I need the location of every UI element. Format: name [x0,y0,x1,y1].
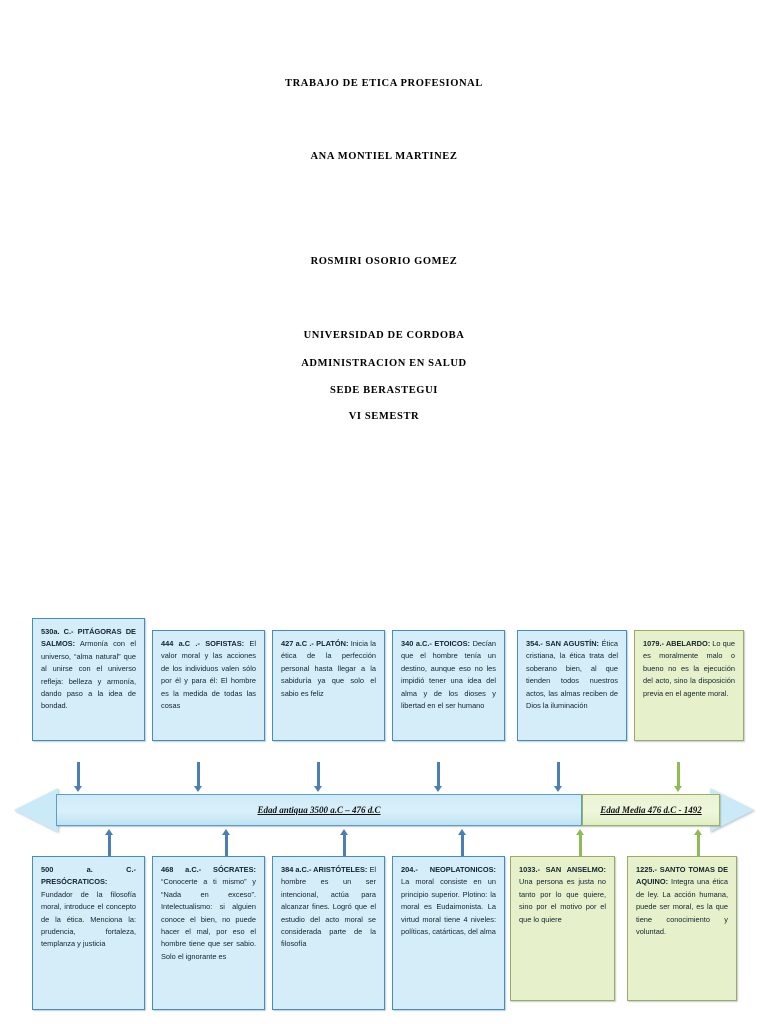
timeline-segment-edad-media: Edad Media 476 d.C - 1492 [582,794,720,826]
timeline-card-bottom-3: 384 a.C.- ARISTÓTELES: El hombre es un s… [272,856,385,1010]
card-heading: 354.- SAN AGUSTÍN: [526,639,600,648]
connector-arrow-down-2 [194,762,203,792]
author-name-2: ROSMIRI OSORIO GOMEZ [310,256,458,267]
timeline-card-top-3: 427 a.C .- PLATÓN: Inicia la ética de la… [272,630,385,741]
connector-arrow-up-1 [105,829,114,859]
card-heading: 530a. C.- PITÁGORAS DE SALMOS: [41,627,136,649]
card-heading: 384 a.C.- ARISTÓTELES: [281,865,368,874]
card-text: Una persona es justa no tanto por lo que… [519,877,606,924]
connector-arrow-down-1 [74,762,83,792]
connector-arrow-up-5 [576,829,585,859]
author-name-1: ANA MONTIEL MARTINEZ [310,151,458,162]
card-heading: 468 a.C.- SÓCRATES: [161,865,256,874]
connector-arrow-up-6 [694,829,703,859]
card-heading: 1033.- SAN ANSELMO: [519,865,606,874]
timeline-segment-label: Edad Media 476 d.C - 1492 [600,805,702,815]
timeline-left-arrowhead [14,788,58,832]
card-text: “Conocerte a ti mismo” y “Nada en exceso… [161,877,256,961]
campus-name: SEDE BERASTEGUI [330,385,438,396]
timeline-card-bottom-2: 468 a.C.- SÓCRATES: “Conocerte a ti mism… [152,856,265,1010]
card-heading: 204.- NEOPLATONICOS: [401,865,496,874]
card-heading: 1225.- SANTO TOMAS DE AQUINO: [636,865,728,887]
card-text: Lo que es moralmente malo o bueno no es … [643,639,735,698]
card-heading: 427 a.C .- PLATÓN: [281,639,349,648]
card-text: Ética cristiana, la ética trata del sobe… [526,639,618,711]
card-text: La moral consiste en un principio superi… [401,877,496,937]
timeline-card-top-4: 340 a.C.- ETOICOS: Decían que el hombre … [392,630,505,741]
connector-arrow-up-4 [458,829,467,859]
timeline-bar: Edad antiqua 3500 a.C – 476 d.C Edad Med… [14,788,754,832]
connector-arrow-down-4 [434,762,443,792]
timeline-card-top-1: 530a. C.- PITÁGORAS DE SALMOS: Armonía c… [32,618,145,741]
connector-arrow-down-6 [674,762,683,792]
semester-label: VI SEMESTR [348,411,420,422]
timeline-diagram: 530a. C.- PITÁGORAS DE SALMOS: Armonía c… [0,600,768,1024]
timeline-card-bottom-1: 500 a. C.- PRESÓCRATICOS: Fundador de la… [32,856,145,1010]
timeline-card-top-2: 444 a.C .- SOFISTAS: El valor moral y la… [152,630,265,741]
card-heading: 340 a.C.- ETOICOS: [401,639,471,648]
timeline-card-top-5: 354.- SAN AGUSTÍN: Ética cristiana, la é… [517,630,627,741]
connector-arrow-down-5 [554,762,563,792]
card-text: Armonía con el universo, “alma natural” … [41,639,136,711]
card-text: El hombre es un ser intencional, actúa p… [281,865,377,949]
timeline-card-bottom-4: 204.- NEOPLATONICOS: La moral consiste e… [392,856,505,1010]
timeline-card-bottom-6: 1225.- SANTO TOMAS DE AQUINO: Integra un… [627,856,737,1001]
connector-arrow-down-3 [314,762,323,792]
card-heading: 444 a.C .- SOFISTAS: [161,639,245,648]
card-text: Integra una ética de ley. La acción huma… [636,877,728,937]
timeline-card-bottom-5: 1033.- SAN ANSELMO: Una persona es justa… [510,856,615,1001]
timeline-card-top-6: 1079.- ABELARDO: Lo que es moralmente ma… [634,630,744,741]
card-text: El valor moral y las acciones de los ind… [161,639,256,711]
connector-arrow-up-3 [340,829,349,859]
timeline-segment-edad-antigua: Edad antiqua 3500 a.C – 476 d.C [56,794,582,826]
card-text: Fundador de la filosofía moral, introduc… [41,889,136,949]
connector-arrow-up-2 [222,829,231,859]
document-title: TRABAJO DE ETICA PROFESIONAL [285,78,483,89]
timeline-segment-label: Edad antiqua 3500 a.C – 476 d.C [257,805,381,815]
program-name: ADMINISTRACION EN SALUD [301,358,467,369]
card-text: Inicia la ética de la perfección persona… [281,639,376,698]
university-name: UNIVERSIDAD DE CORDOBA [303,330,465,341]
card-heading: 500 a. C.- PRESÓCRATICOS: [41,865,136,887]
card-text: Decían que el hombre tenía un destino, a… [401,639,496,711]
card-heading: 1079.- ABELARDO: [643,639,711,648]
